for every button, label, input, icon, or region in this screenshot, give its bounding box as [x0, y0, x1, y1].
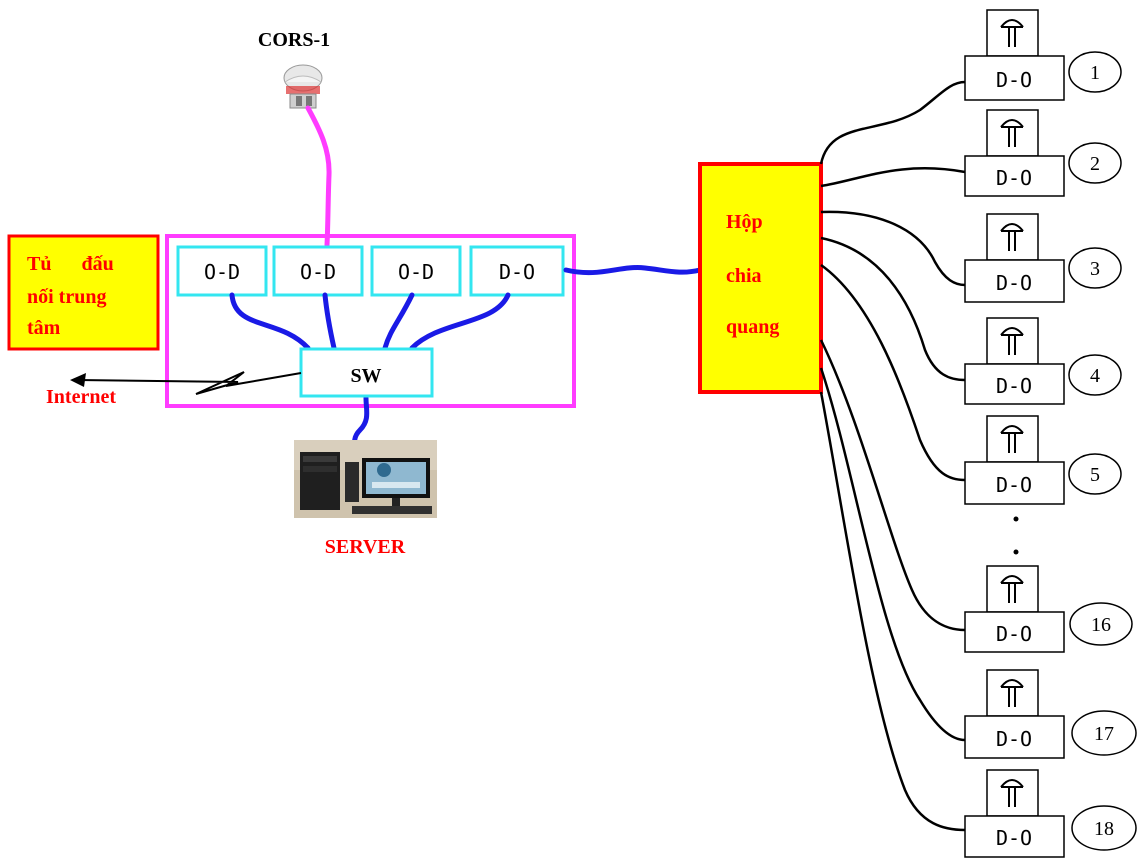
station-3: D-O 3 — [965, 214, 1121, 302]
blue-cable — [385, 295, 412, 348]
station-label: D-O — [996, 473, 1032, 497]
blue-cable — [325, 295, 334, 348]
station-label: D-O — [996, 68, 1032, 92]
station-number: 18 — [1094, 818, 1114, 840]
station-number: 17 — [1094, 723, 1114, 745]
station-number: 16 — [1091, 614, 1111, 636]
station-label: D-O — [996, 622, 1032, 646]
cabinet-label-line1: Tủ đấu — [27, 253, 114, 275]
ellipsis-dot — [1014, 517, 1019, 522]
station-number: 2 — [1090, 153, 1100, 175]
station-label: D-O — [996, 826, 1032, 850]
cors-cable — [308, 108, 329, 245]
converter-label: O-D — [300, 260, 336, 284]
converter-2: O-D — [274, 247, 362, 295]
station-label: D-O — [996, 271, 1032, 295]
station-1: D-O 1 — [965, 10, 1121, 100]
station-number: 1 — [1090, 62, 1100, 84]
arrow-head-icon — [70, 373, 86, 387]
cors-antenna-icon — [284, 65, 322, 108]
converter-3: O-D — [372, 247, 460, 295]
station-label: D-O — [996, 727, 1032, 751]
server-photo — [294, 440, 437, 518]
internet-label: Internet — [46, 386, 116, 408]
ellipsis-dot — [1014, 550, 1019, 555]
splitter-cable — [566, 268, 700, 273]
server-label: SERVER — [325, 536, 406, 558]
converter-label: D-O — [499, 260, 535, 284]
converter-4: D-O — [471, 247, 563, 295]
station-17: D-O 17 — [965, 670, 1136, 758]
converter-1: O-D — [178, 247, 266, 295]
station-label: D-O — [996, 374, 1032, 398]
splitter-label-line1: Hộp — [726, 211, 763, 233]
station-2: D-O 2 — [965, 110, 1121, 196]
station-4: D-O 4 — [965, 318, 1121, 404]
converter-label: O-D — [398, 260, 434, 284]
station-label: D-O — [996, 166, 1032, 190]
station-number: 5 — [1090, 464, 1100, 486]
converter-label: O-D — [204, 260, 240, 284]
station-5: D-O 5 — [965, 416, 1121, 504]
splitter-label-line3: quang — [726, 316, 779, 338]
blue-cable — [232, 295, 308, 348]
station-number: 4 — [1090, 365, 1100, 387]
station-16: D-O 16 — [965, 566, 1132, 652]
station-number: 3 — [1090, 258, 1100, 280]
cabinet-label-line2: nối trung — [27, 286, 106, 308]
blue-cable — [412, 295, 508, 348]
switch-label: SW — [350, 365, 381, 387]
station-18: D-O 18 — [965, 770, 1136, 857]
splitter-label-line2: chia — [726, 265, 762, 287]
fiber-cables — [821, 82, 965, 830]
cabinet-label-line3: tâm — [27, 317, 61, 339]
cors-label: CORS-1 — [258, 29, 330, 51]
